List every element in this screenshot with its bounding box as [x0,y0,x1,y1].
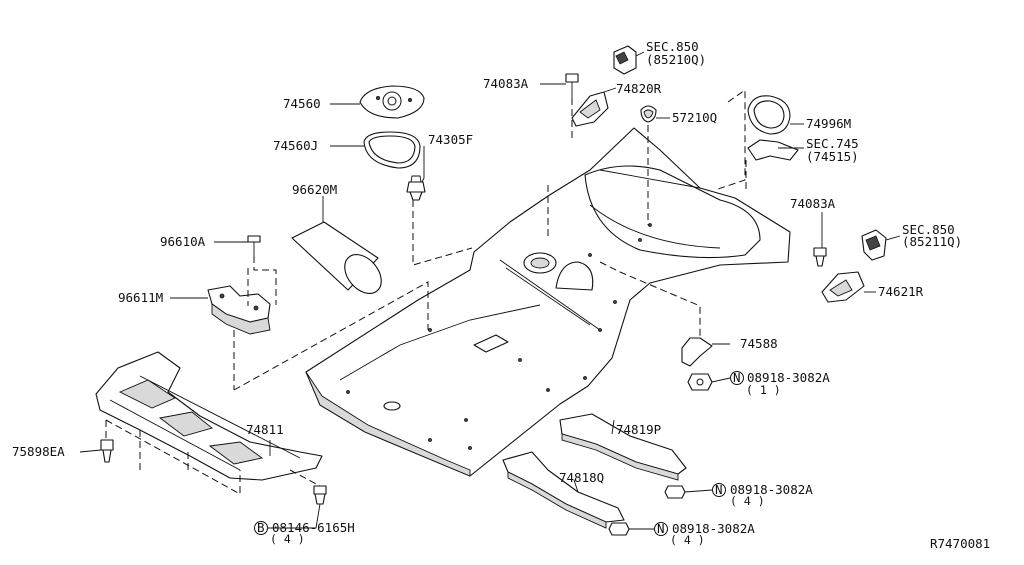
label-sec850-a-sub: (85210Q) [646,52,706,67]
label-74811: 74811 [246,422,284,437]
label-sec745-sub: (74515) [806,149,859,164]
label-74996m: 74996M [806,116,851,131]
label-57210q: 57210Q [672,110,717,125]
label-74820r: 74820R [616,81,662,96]
label-96610a: 96610A [160,234,206,249]
label-96611m: 96611M [118,290,163,305]
clip-74305f [406,175,426,201]
bolt-74083a-right [813,247,827,267]
label-n1-qty: ( 1 ) [746,383,781,397]
n3-circle-mark [654,522,668,536]
seal-74560j [363,131,421,169]
nut-n1 [687,373,713,391]
bracket-sec850-85210q [613,45,637,75]
dashed-assembly-lines [105,89,747,495]
bolt-08146-6165h [313,485,327,505]
label-sec850-b: SEC.850 [902,222,955,237]
bracket-sec850-85211q [861,229,887,261]
label-sec850-b-sub: (85211Q) [902,234,962,249]
label-n1-mark: N [733,370,741,385]
label-b: 08146-6165H [272,520,355,535]
bolt-74083a-top [565,73,579,100]
label-n2-qty: ( 4 ) [730,494,765,508]
bracket-sec745-74515 [747,139,799,161]
label-74819p: 74819P [616,422,661,437]
floor-panel [305,127,791,477]
label-74588: 74588 [740,336,778,351]
bolt-96610a [247,235,261,256]
clip-75898ea [100,439,114,463]
undercover-74811 [95,351,323,481]
label-n3-qty: ( 4 ) [670,533,705,547]
label-74818q: 74818Q [559,470,604,485]
label-74560j: 74560J [273,138,318,153]
bracket-74621r [821,271,865,303]
label-n3: 08918-3082A [672,521,755,536]
grommet-57210q [640,105,657,123]
label-74305f: 74305F [428,132,473,147]
rail-74819p [559,413,687,481]
bracket-96611m [207,285,271,335]
label-74083a-top: 74083A [483,76,529,91]
label-74560: 74560 [283,96,321,111]
rail-74818q [502,451,625,529]
n1-circle-mark [730,371,744,385]
nut-n2 [664,485,686,499]
label-b-qty: ( 4 ) [270,532,305,546]
leader-lines [79,51,901,530]
label-n3-mark: N [657,521,665,536]
mat-96620m [291,221,382,294]
drawing-id: R7470081 [930,536,990,551]
label-74621r: 74621R [878,284,924,299]
label-n2-mark: N [715,482,723,497]
label-b-mark: B [257,520,265,535]
n2-circle-mark [712,483,726,497]
label-74083a-right: 74083A [790,196,836,211]
ring-74996m [747,95,791,135]
label-sec745: SEC.745 [806,136,859,151]
b-circle-mark [254,521,268,535]
cover-74560 [359,85,425,119]
bracket-74820r [571,91,609,127]
label-sec850-a: SEC.850 [646,39,699,54]
label-n2: 08918-3082A [730,482,813,497]
label-96620m: 96620M [292,182,337,197]
label-75898ea: 75898EA [12,444,65,459]
nut-n3 [608,522,630,536]
bracket-74588 [681,337,713,367]
label-n1: 08918-3082A [747,370,830,385]
callout-labels: SEC.850 (85210Q) 74083A 74820R 57210Q 74… [12,39,990,551]
